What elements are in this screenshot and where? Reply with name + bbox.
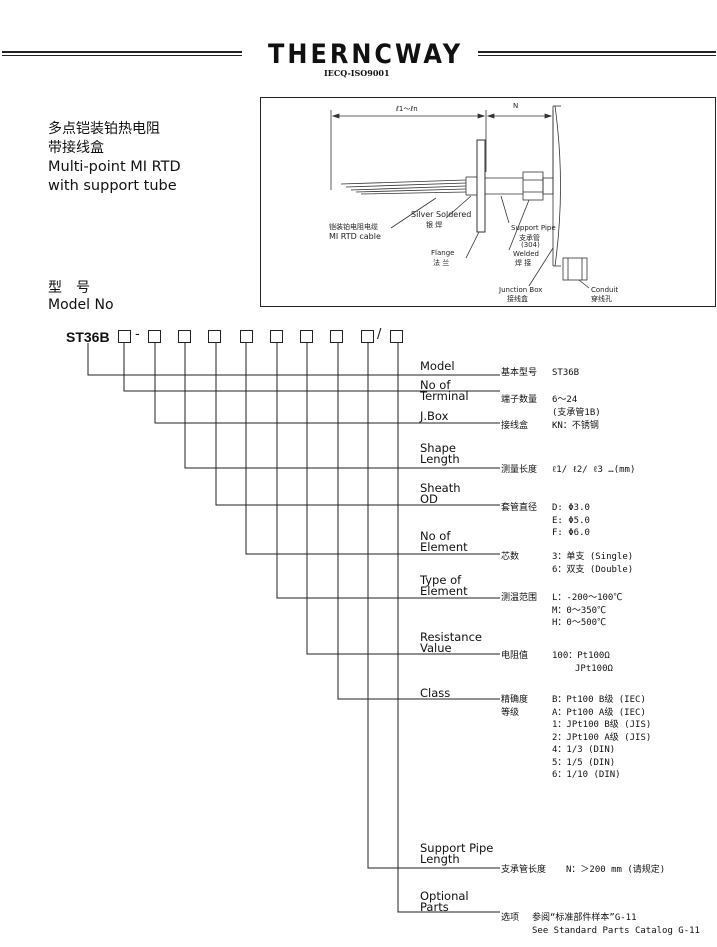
support-pipe-material: (304): [521, 241, 540, 249]
product-title: 多点铠装铂热电阻 带接线盒 Multi-point MI RTD with su…: [48, 120, 181, 196]
title-zh-line1: 多点铠装铂热电阻: [48, 121, 160, 137]
desc-support-label: 支承管长度: [501, 865, 547, 875]
desc-type-label: 测温范围: [501, 593, 538, 603]
desc-length-value: ℓ1/ ℓ2/ ℓ3 …(mm): [552, 465, 636, 475]
certification: IECQ-ISO9001: [324, 68, 390, 78]
silver-soldered-label-zh: 银 焊: [426, 221, 443, 229]
code-box-terminal: [118, 330, 131, 343]
header-rule-left-top: [2, 51, 242, 53]
field-model: Model: [420, 359, 455, 373]
model-code: ST36B: [66, 329, 110, 345]
desc-optional-label: 选项: [501, 913, 520, 923]
support-pipe-label-en: Support Pipe: [511, 224, 556, 232]
flange-label-en: Flange: [431, 249, 455, 257]
desc-model-label: 基本型号: [501, 368, 538, 378]
product-diagram: ℓ1～ℓn N 铠装铂电阻电缆 MI RTD cable Silver Sold…: [260, 97, 716, 307]
code-box-jbox: [148, 330, 161, 343]
code-box-support: [361, 330, 374, 343]
field-class: Class: [420, 686, 451, 700]
code-box-length: [178, 330, 191, 343]
desc-terminal-label: 端子数量: [501, 395, 538, 405]
code-box-elements: [240, 330, 253, 343]
desc-length-label: 测量长度: [501, 465, 538, 475]
desc-class-label: 精确度等级: [501, 695, 529, 718]
title-en-line1: Multi-point MI RTD: [48, 159, 181, 175]
title-zh-line2: 带接线盒: [48, 140, 104, 156]
code-box-type: [270, 330, 283, 343]
model-no-heading: 型 号 Model No: [48, 280, 114, 314]
field-jbox: J.Box: [420, 409, 449, 423]
desc-model-value: ST36B: [552, 368, 580, 378]
code-slash: /: [377, 327, 382, 342]
junction-box-label-en: Junction Box: [499, 286, 543, 294]
desc-jbox-label: 接线盒: [501, 421, 529, 431]
code-dash: -: [135, 327, 140, 342]
junction-box-label-zh: 接线盒: [507, 295, 528, 303]
code-box-sheath: [208, 330, 221, 343]
model-no-label-zh: 型 号: [48, 280, 90, 296]
conduit-label-en: Conduit: [591, 286, 619, 294]
diagram-drawing: [330, 105, 590, 289]
desc-terminal-value: 6～24(支承管1B): [552, 395, 601, 418]
support-pipe-label-zh: 支承管: [519, 234, 540, 242]
mi-rtd-label-en: MI RTD cable: [329, 232, 381, 241]
flange-label-zh: 法 兰: [433, 259, 450, 267]
dimension-n-label: N: [513, 102, 519, 110]
title-en-line2: with support tube: [48, 178, 177, 194]
desc-resistance-label: 电阻值: [501, 651, 529, 661]
code-box-resistance: [300, 330, 313, 343]
mi-rtd-label-zh: 铠装铂电阻电缆: [329, 223, 378, 231]
silver-soldered-label-en: Silver Soldered: [411, 210, 472, 219]
desc-class-values: B：Pt100 B级 (IEC) A：Pt100 A级 (IEC) 1：JPt1…: [552, 695, 652, 780]
welded-label-zh: 焊 接: [515, 259, 532, 267]
desc-elements-values: 3：单支 (Single)6：双支 (Double): [552, 552, 634, 575]
brand-logo: THERNCWAY: [268, 38, 464, 70]
desc-sheath-label: 套管直径: [501, 503, 538, 513]
header-rule-left-bottom: [2, 55, 242, 56]
dimension-length-label: ℓ1～ℓn: [396, 105, 418, 113]
welded-label-en: Welded: [513, 250, 539, 258]
conduit-label-zh: 穿线孔: [591, 295, 612, 303]
header-rule-right-top: [478, 51, 716, 53]
code-box-optional: [390, 330, 403, 343]
desc-elements-label: 芯数: [501, 552, 520, 562]
desc-support-value: N：＞200 mm (请规定): [566, 865, 666, 875]
header-rule-right-bottom: [478, 55, 716, 56]
code-box-class: [330, 330, 343, 343]
model-no-label-en: Model No: [48, 297, 114, 313]
desc-jbox-value: KN：不锈钢: [552, 421, 599, 431]
